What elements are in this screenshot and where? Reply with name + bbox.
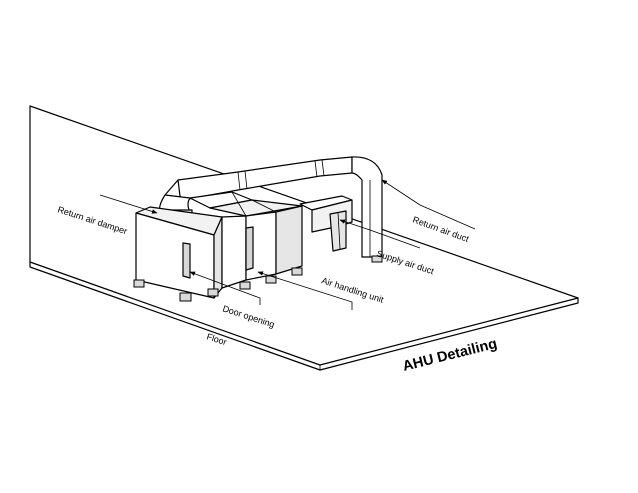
leader-lines bbox=[99, 179, 476, 310]
air-handling-unit-body bbox=[135, 191, 303, 299]
label-floor: Floor bbox=[205, 331, 228, 347]
diagram-title: AHU Detailing bbox=[401, 336, 499, 375]
unit-supports bbox=[133, 255, 383, 302]
floor-slab bbox=[29, 105, 579, 371]
label-return-air-duct: Return air duct bbox=[411, 214, 470, 244]
